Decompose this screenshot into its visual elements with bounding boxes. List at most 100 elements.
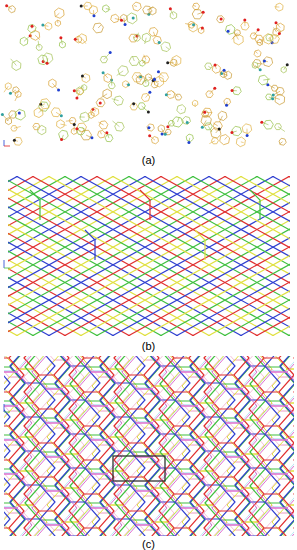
atom (201, 26, 204, 29)
atom (109, 51, 112, 54)
atom (246, 134, 249, 137)
net-line (256, 176, 290, 336)
aromatic-ring (263, 57, 273, 67)
aromatic-ring (15, 109, 25, 120)
bond (42, 129, 44, 131)
bond (82, 86, 84, 87)
net-line (8, 176, 290, 336)
aromatic-ring (40, 99, 51, 109)
aromatic-ring (189, 23, 197, 32)
atom (272, 94, 275, 97)
atom (166, 125, 169, 128)
atom (80, 4, 83, 7)
aromatic-ring (59, 130, 69, 139)
net-line (240, 176, 290, 336)
aromatic-ring (133, 2, 142, 11)
bond (225, 137, 227, 140)
aromatic-ring (192, 10, 202, 19)
atom (1, 113, 4, 116)
aromatic-ring (250, 33, 257, 39)
bond (106, 9, 110, 10)
bond (95, 109, 96, 112)
bond (195, 103, 196, 107)
aromatic-ring (213, 122, 222, 130)
aromatic-ring (14, 137, 23, 145)
atom (157, 70, 160, 73)
bond (166, 47, 169, 50)
atom (218, 127, 221, 130)
aromatic-ring (220, 135, 230, 145)
atom (147, 110, 150, 113)
atom (153, 78, 156, 81)
net-line (80, 176, 290, 336)
net-line (8, 176, 274, 336)
net-line (192, 176, 290, 336)
aromatic-ring (76, 87, 84, 95)
aromatic-ring (205, 123, 213, 130)
atom (259, 68, 262, 71)
atom (166, 61, 169, 64)
bond (79, 116, 85, 117)
unit-cell-box (113, 456, 165, 481)
net-line (208, 176, 290, 336)
aromatic-ring (33, 123, 40, 129)
net-line (256, 176, 290, 336)
bond (100, 94, 107, 98)
atom (186, 121, 189, 124)
atom (73, 123, 76, 126)
bond (208, 126, 212, 132)
net-link (250, 190, 260, 220)
atom (260, 121, 263, 124)
net-line (8, 176, 178, 336)
bond (112, 99, 119, 101)
net-line (8, 176, 98, 336)
atom (46, 62, 49, 65)
atom (41, 24, 44, 27)
axis (4, 404, 5, 412)
axis (4, 146, 10, 147)
atom (132, 16, 135, 19)
aromatic-ring (198, 27, 204, 33)
aromatic-ring (91, 108, 99, 117)
atom (99, 101, 102, 104)
aromatic-ring (38, 125, 46, 134)
bond (66, 120, 73, 122)
aromatic-ring (255, 35, 263, 42)
atom (213, 87, 216, 90)
axis (4, 140, 5, 146)
atom (102, 71, 105, 74)
net-line (8, 176, 290, 336)
atom (225, 104, 228, 107)
net-line (128, 176, 290, 336)
atom (192, 23, 195, 26)
net-line (96, 176, 290, 336)
aromatic-ring (93, 23, 104, 33)
hex-net (4, 356, 294, 536)
atom (202, 11, 205, 14)
aromatic-ring (103, 5, 110, 12)
net-line (16, 176, 290, 336)
aromatic-ring (99, 121, 108, 129)
atom (81, 74, 84, 77)
atom (90, 136, 93, 139)
net-line (8, 176, 210, 336)
bond (213, 123, 217, 126)
aromatic-ring (142, 33, 151, 42)
net-line (160, 176, 290, 336)
bond (82, 39, 86, 44)
aromatic-ring (31, 30, 40, 40)
aromatic-ring (82, 74, 90, 83)
aromatic-ring (20, 37, 28, 46)
bond (175, 61, 176, 67)
atom (164, 133, 167, 136)
aromatic-ring (217, 16, 225, 23)
net-line (176, 176, 290, 336)
net-line (192, 176, 290, 336)
net-line (16, 176, 290, 336)
atom (223, 69, 226, 72)
bond (38, 41, 39, 48)
aromatic-ring (236, 137, 245, 147)
atom (147, 126, 150, 129)
atom (220, 18, 223, 21)
net-line (128, 176, 290, 336)
